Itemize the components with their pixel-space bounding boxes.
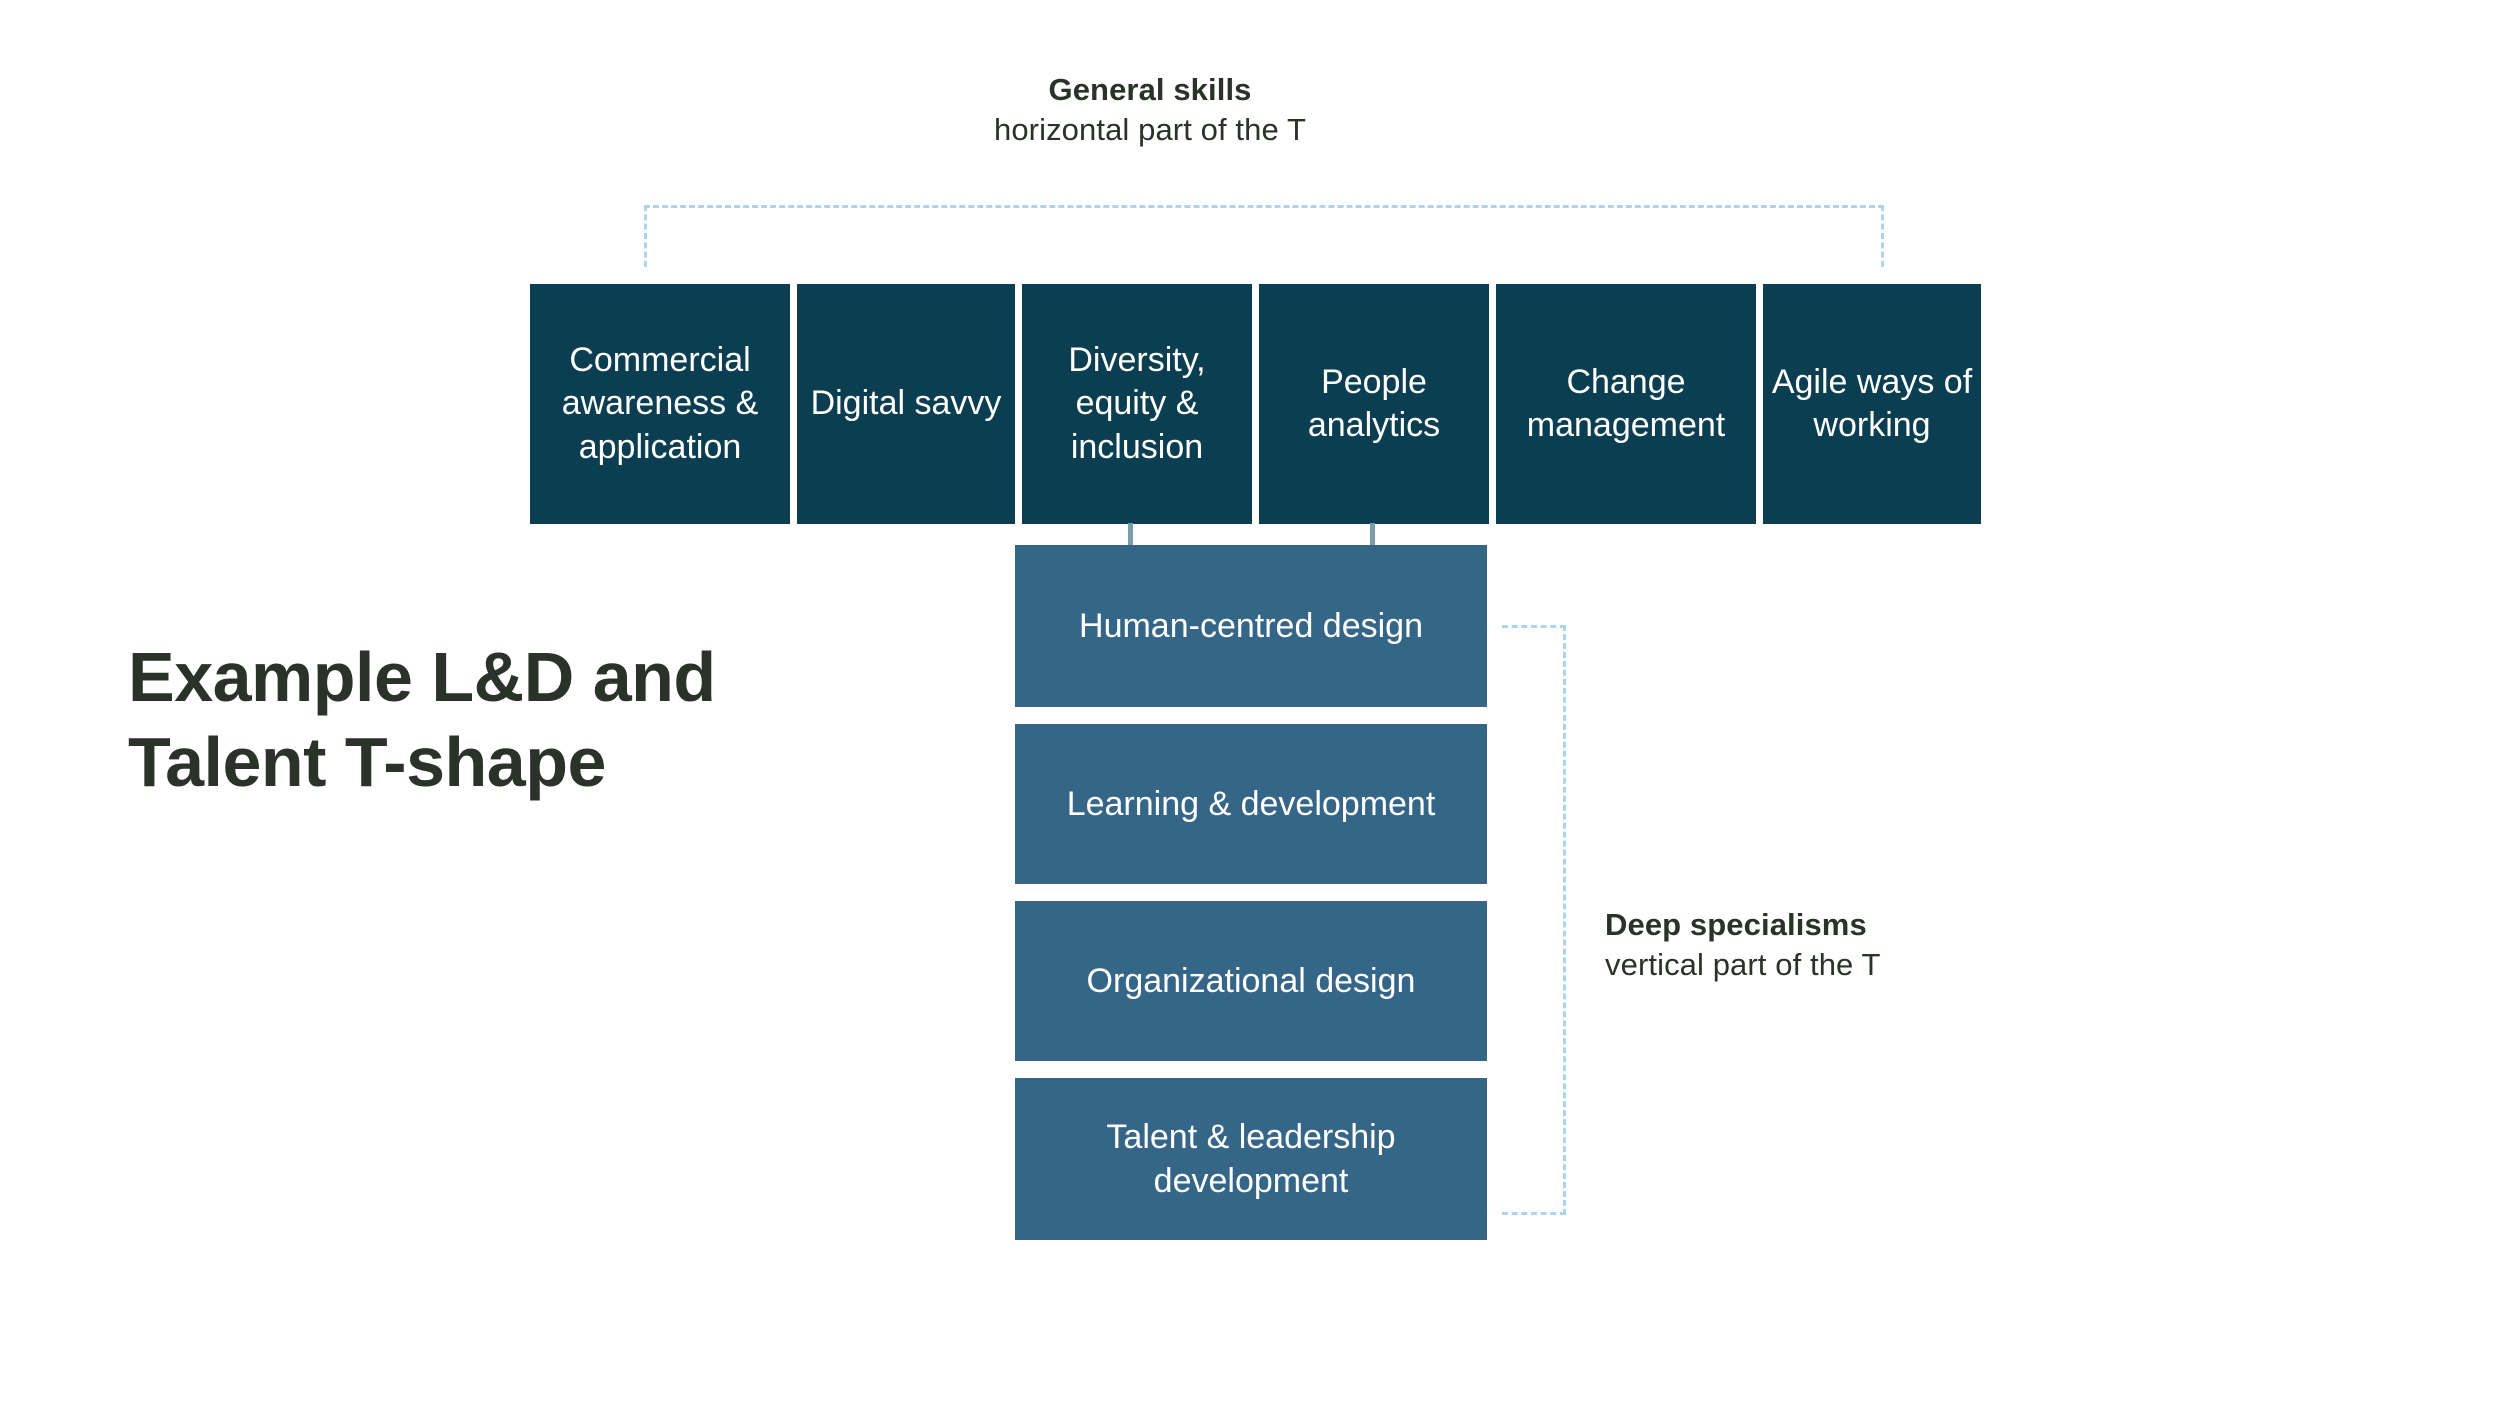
general-skill-box-agile-ways-of-working[interactable]: Agile ways of working: [1763, 284, 1981, 524]
general-skills-row: Commercial awareness & application Digit…: [530, 284, 1981, 524]
general-skill-label: People analytics: [1307, 362, 1441, 444]
deep-specialism-box-organizational-design[interactable]: Organizational design: [1015, 901, 1487, 1061]
connector-line-people-analytics: [1370, 523, 1375, 547]
deep-specialism-box-human-centred-design[interactable]: Human-centred design: [1015, 545, 1487, 707]
general-skill-label: Agile ways of working: [1771, 362, 1973, 444]
deep-specialism-label: Human-centred design: [1079, 606, 1423, 645]
general-skills-caption: General skills horizontal part of the T: [880, 70, 1420, 149]
general-skill-box-diversity-equity-inclusion[interactable]: Diversity, equity & inclusion: [1022, 284, 1252, 524]
deep-specialism-label: Learning & development: [1066, 784, 1436, 823]
deep-specialism-box-learning-and-development[interactable]: Learning & development: [1015, 724, 1487, 884]
deep-specialism-label: Organizational design: [1086, 961, 1416, 1000]
horizontal-dashed-bracket: [644, 205, 1884, 267]
deep-specialisms-caption-subtitle: vertical part of the T: [1605, 946, 1881, 982]
general-skills-caption-title: General skills: [1048, 72, 1252, 107]
page-title: Example L&D and Talent T-shape: [128, 638, 716, 802]
general-skill-label: Change management: [1526, 362, 1726, 444]
general-skill-box-change-management[interactable]: Change management: [1496, 284, 1756, 524]
vertical-dashed-bracket: [1502, 625, 1566, 1215]
deep-specialisms-caption-title: Deep specialisms: [1605, 907, 1867, 942]
connector-line-diversity: [1128, 523, 1133, 547]
deep-specialisms-caption: Deep specialisms vertical part of the T: [1605, 905, 2125, 984]
general-skill-label: Diversity, equity & inclusion: [1068, 341, 1206, 466]
deep-specialism-box-talent-leadership-development[interactable]: Talent & leadership development: [1015, 1078, 1487, 1240]
general-skill-box-commercial-awareness[interactable]: Commercial awareness & application: [530, 284, 790, 524]
general-skill-label: Commercial awareness & application: [561, 341, 759, 466]
deep-specialism-label: Talent & leadership development: [1106, 1117, 1396, 1200]
general-skill-label: Digital savvy: [810, 384, 1002, 423]
deep-specialisms-column: Human-centred design Learning & developm…: [1015, 545, 1487, 1240]
general-skill-box-digital-savvy[interactable]: Digital savvy: [797, 284, 1015, 524]
general-skills-caption-subtitle: horizontal part of the T: [993, 111, 1306, 147]
general-skill-box-people-analytics[interactable]: People analytics: [1259, 284, 1489, 524]
